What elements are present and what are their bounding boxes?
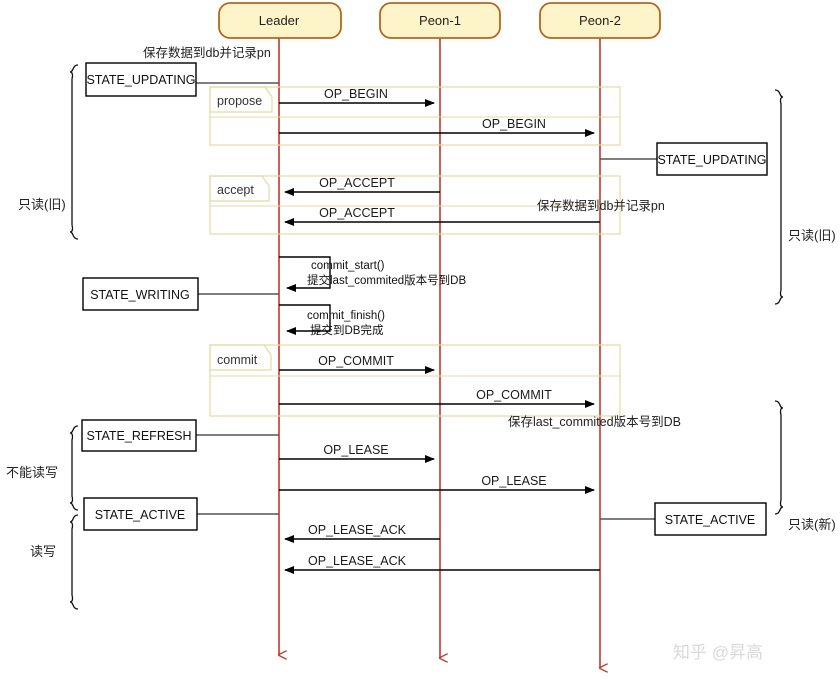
participant-peon-1[interactable]: Peon-1 (379, 2, 501, 39)
state-box-label: STATE_ACTIVE (95, 508, 186, 522)
self-message-label: commit_start() (311, 260, 385, 272)
brace-left-read-write: 读写 (30, 514, 79, 610)
message-label: OP_BEGIN (324, 87, 388, 101)
message-op-begin-leader-peon1: OP_BEGIN (279, 87, 435, 107)
state-box-label: STATE_REFRESH (86, 429, 191, 443)
state-box-state-active-left[interactable]: STATE_ACTIVE (83, 497, 279, 531)
brace-label: 只读(旧) (18, 197, 66, 212)
message-label: OP_COMMIT (476, 388, 552, 402)
fragment-label-accept: accept (217, 183, 254, 197)
brace-label: 只读(新) (788, 517, 836, 532)
message-op-commit-peon1-peon2: OP_COMMIT (279, 388, 595, 408)
brace-left-readonly-old: 只读(旧) (18, 64, 79, 240)
fragment-commit: commit (209, 344, 621, 417)
self-message-commit-start: commit_start() 提交last_commited版本号到DB (279, 256, 466, 292)
message-label: OP_LEASE (323, 443, 388, 457)
self-message-detail: 提交到DB完成 (310, 323, 384, 337)
message-label: OP_BEGIN (482, 117, 546, 131)
brace-label: 不能读写 (6, 465, 58, 480)
message-label: OP_LEASE_ACK (308, 523, 407, 537)
self-message-commit-finish: commit_finish() 提交到DB完成 (279, 304, 385, 337)
participant-label-peon-2: Peon-2 (579, 13, 621, 28)
message-label: OP_LEASE (481, 474, 546, 488)
state-box-state-updating-right[interactable]: STATE_UPDATING (600, 142, 768, 176)
state-box-label: STATE_UPDATING (86, 73, 195, 87)
fragment-accept: accept (209, 175, 621, 235)
state-box-label: STATE_ACTIVE (665, 513, 756, 527)
brace-label: 只读(旧) (788, 228, 836, 243)
state-box-label: STATE_UPDATING (657, 153, 766, 167)
fragment-label-commit: commit (217, 353, 258, 367)
brace-right-readonly-new: 只读(新) (774, 400, 836, 532)
self-message-label: commit_finish() (307, 310, 385, 322)
message-op-begin-peon1-peon2: OP_BEGIN (279, 117, 595, 137)
message-label: OP_COMMIT (318, 354, 394, 368)
fragment-label-propose: propose (217, 94, 262, 108)
self-message-detail: 提交last_commited版本号到DB (307, 273, 466, 287)
participant-label-peon-1: Peon-1 (419, 13, 461, 28)
message-op-lease-ack-peon1-leader: OP_LEASE_ACK (284, 523, 440, 543)
participant-peon-2[interactable]: Peon-2 (539, 2, 661, 39)
message-op-lease-leader-peon1: OP_LEASE (279, 443, 435, 463)
note-save-db-pn-leader: 保存数据到db并记录pn (143, 45, 271, 60)
note-save-last-commited-peon2: 保存last_commited版本号到DB (508, 415, 681, 429)
brace-label: 读写 (30, 544, 56, 559)
fragment-propose: propose (209, 86, 621, 146)
message-op-lease-ack-peon2-leader: OP_LEASE_ACK (284, 554, 600, 574)
message-label: OP_ACCEPT (319, 206, 395, 220)
state-box-state-active-right[interactable]: STATE_ACTIVE (600, 502, 767, 536)
watermark: 知乎 @昇高 (673, 643, 763, 662)
note-save-db-pn-peon2: 保存数据到db并记录pn (537, 198, 665, 213)
brace-left-no-read-write: 不能读写 (6, 425, 79, 511)
message-op-commit-leader-peon1: OP_COMMIT (279, 354, 435, 374)
lifelines (279, 38, 600, 668)
message-op-accept-peon1-leader: OP_ACCEPT (284, 176, 440, 196)
participant-leader[interactable]: Leader (218, 2, 342, 39)
state-box-label: STATE_WRITING (90, 288, 190, 302)
message-label: OP_ACCEPT (319, 176, 395, 190)
state-box-state-writing-left[interactable]: STATE_WRITING (82, 277, 279, 311)
brace-right-readonly-old: 只读(旧) (774, 89, 836, 305)
message-label: OP_LEASE_ACK (308, 554, 407, 568)
message-op-lease-leader-peon2: OP_LEASE (279, 474, 595, 494)
participant-label-leader: Leader (259, 13, 300, 28)
message-op-accept-peon2-leader: OP_ACCEPT (284, 206, 600, 226)
state-box-state-updating-left[interactable]: STATE_UPDATING (85, 62, 279, 97)
state-box-state-refresh-left[interactable]: STATE_REFRESH (81, 419, 279, 452)
